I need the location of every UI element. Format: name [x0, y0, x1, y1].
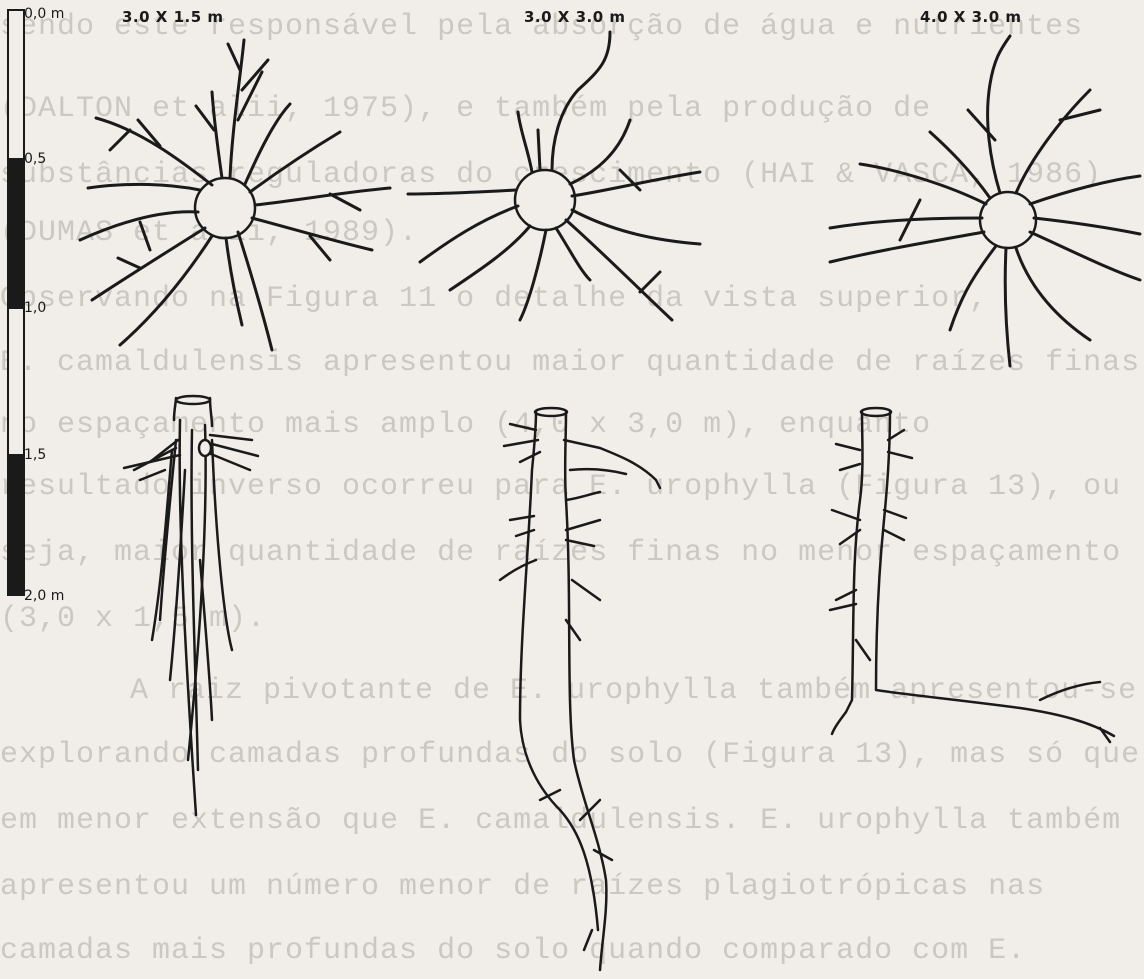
- root-top-view: [80, 40, 390, 350]
- root-top-view: [830, 36, 1140, 366]
- root-top-view: [408, 32, 700, 320]
- root-side-view: [124, 396, 258, 815]
- root-side-view: [830, 408, 1114, 742]
- root-side-view: [500, 408, 660, 970]
